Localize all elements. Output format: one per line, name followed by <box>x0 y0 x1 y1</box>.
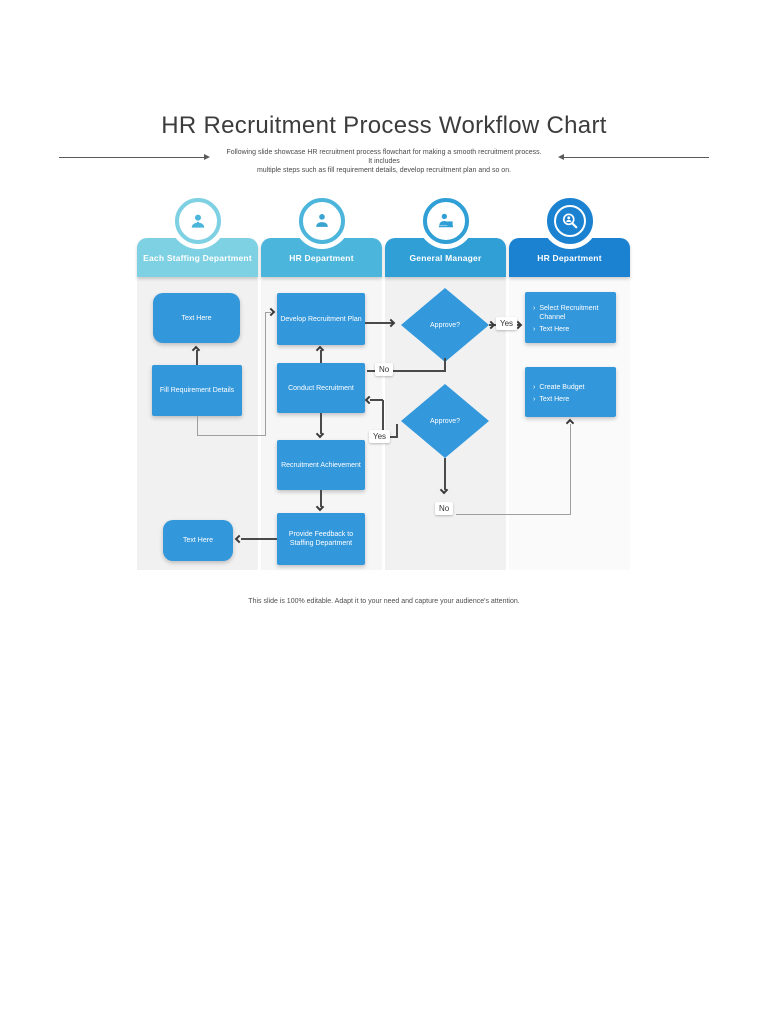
connector-develop-to-approve1 <box>365 322 393 324</box>
bullet-icon: › <box>533 383 536 391</box>
hr-person-icon <box>312 211 332 231</box>
connector-feedback-to-texthere <box>241 538 277 540</box>
connector-approve1-no-v <box>444 358 446 371</box>
node-conduct-recruitment: Conduct Recruitment <box>277 363 365 413</box>
circle-inner-ring <box>554 205 586 237</box>
column-header-hr-department-2: HR Department <box>509 238 630 277</box>
bullet-icon: › <box>533 325 536 333</box>
connector-approve2-no-v <box>444 458 446 490</box>
staffing-department-circle <box>175 198 221 244</box>
bullet-text: Create Budget <box>539 383 585 391</box>
connector-approve1-no-h <box>367 370 446 372</box>
connector-approve2-no-h <box>456 514 570 515</box>
column-header-general-manager: General Manager <box>385 238 506 277</box>
bullet-text: Text Here <box>539 325 570 333</box>
connector-conduct-to-achievement <box>320 413 322 434</box>
general-manager-circle <box>423 198 469 244</box>
bullet-text: Text Here <box>539 395 570 403</box>
subtitle-line-1: Following slide showcase HR recruitment … <box>226 149 542 165</box>
bullet-icon: › <box>533 304 536 312</box>
node-provide-feedback: Provide Feedback to Staffing Department <box>277 513 365 565</box>
connector-fill-loop-h2 <box>265 312 271 313</box>
divider-line-left <box>59 157 204 158</box>
bullet-item: › Select Recruitment Channel <box>533 304 612 322</box>
connector-fill-loop-h <box>197 435 266 436</box>
node-recruitment-achievement: Recruitment Achievement <box>277 440 365 490</box>
node-text-here-top: Text Here <box>153 293 240 343</box>
bullet-item: › Create Budget <box>533 383 612 392</box>
node-select-recruitment-channel: › Select Recruitment Channel › Text Here <box>525 292 616 343</box>
connector-approve2-no-v2 <box>570 424 571 515</box>
hr-department-circle-2 <box>547 198 593 244</box>
connector-fill-loop-v1 <box>197 416 198 436</box>
node-create-budget: › Create Budget › Text Here <box>525 367 616 417</box>
connector-approve2-yes-v1 <box>396 424 398 438</box>
page-title: HR Recruitment Process Workflow Chart <box>161 112 607 139</box>
page-subtitle: Following slide showcase HR recruitment … <box>224 148 544 175</box>
bullet-icon: › <box>533 395 536 403</box>
edge-label-yes-2: Yes <box>369 430 391 443</box>
hr-department-circle-1 <box>299 198 345 244</box>
bullet-item: › Text Here <box>533 395 612 404</box>
column-header-each-staffing-department: Each Staffing Department <box>137 238 258 277</box>
connector-approve2-yes-v2 <box>382 400 384 437</box>
divider-arrow-left <box>204 154 210 160</box>
subtitle-line-2: multiple steps such as fill requirement … <box>256 167 512 174</box>
node-fill-requirement-details: Fill Requirement Details <box>152 365 242 416</box>
connector-achievement-to-feedback <box>320 490 322 507</box>
column-header-hr-department-1: HR Department <box>261 238 382 277</box>
edge-label-no-1: No <box>375 363 394 376</box>
general-manager-icon <box>436 211 456 231</box>
staffing-department-person-icon <box>188 211 208 231</box>
node-develop-recruitment-plan: Develop Recruitment Plan <box>277 293 365 345</box>
connector-approve2-yes-h2 <box>370 399 383 401</box>
connector-conduct-to-develop <box>320 350 322 363</box>
bullet-text: Select Recruitment Channel <box>539 304 599 321</box>
edge-label-no-2: No <box>435 502 454 515</box>
divider-arrow-right <box>558 154 564 160</box>
footer-note: This slide is 100% editable. Adapt it to… <box>248 598 520 605</box>
divider-line-right <box>564 157 709 158</box>
bullet-item: › Text Here <box>533 325 612 334</box>
connector-fill-loop-v2 <box>265 312 266 436</box>
edge-label-yes-1: Yes <box>496 317 518 330</box>
connector-fill-to-texthere <box>196 350 198 365</box>
node-text-here-bottom: Text Here <box>163 520 233 561</box>
